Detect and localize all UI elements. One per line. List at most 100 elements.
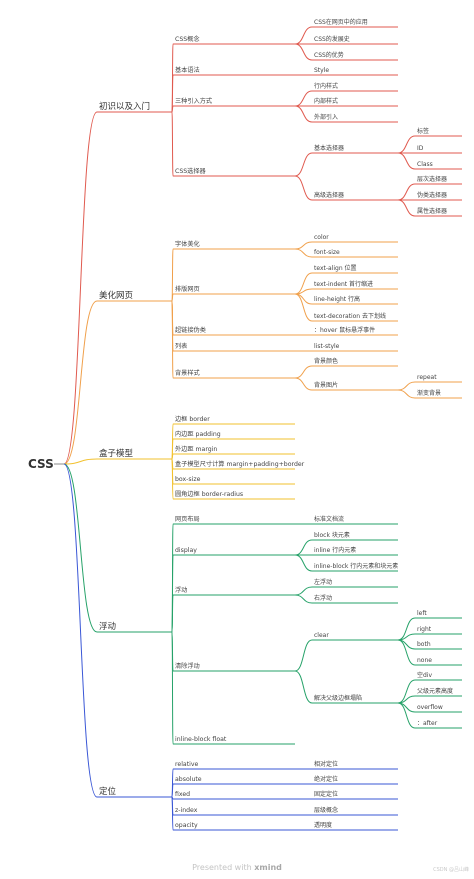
node-branches-3-children-1-children-1[interactable]: inline 行内元素 (314, 546, 356, 554)
node-branches-3-children-1[interactable]: display (175, 547, 197, 554)
node-branches-3-children-3-children-0-children-0[interactable]: left (417, 610, 427, 617)
node-branches-3-children-3-children-0-children-1[interactable]: right (417, 626, 432, 633)
node-branches-1-children-1[interactable]: 排版网页 (175, 285, 200, 293)
node-branches-0-children-3-children-0-children-0[interactable]: 标签 (417, 127, 429, 135)
node-branches-4-children-0-children-0[interactable]: 相对定位 (314, 760, 338, 768)
node-branches-3-children-1-children-2[interactable]: inline-block 行内元素和块元素 (314, 562, 398, 570)
connector-line (397, 199, 416, 217)
node-branches-1-children-2[interactable]: 超链接伪类 (175, 326, 206, 334)
node-branches-1-children-4-children-1-children-0[interactable]: repeat (417, 374, 437, 381)
node-branches-3-children-3-children-1-children-1[interactable]: 父级元素高度 (417, 687, 453, 695)
node-branches-3-children-4[interactable]: inline-block float (175, 736, 227, 743)
node-branches-1-children-0-children-1[interactable]: font-size (314, 249, 340, 256)
node-branches-1-children-2-children-0[interactable]: ：hover 鼠标悬浮事件 (314, 326, 375, 334)
node-branches-0-children-1-children-0[interactable]: Style (314, 67, 329, 74)
node-branches-0-children-0-children-2[interactable]: CSS的优势 (314, 51, 344, 59)
node-branches-2-children-3[interactable]: 盒子模型尺寸计算 margin+padding+border (175, 460, 305, 468)
node-branches-3-children-3-children-1-children-0[interactable]: 空div (417, 671, 432, 679)
node-branches-1-children-0[interactable]: 字体美化 (175, 240, 200, 248)
node-branches-0-children-2-children-2[interactable]: 外部引入 (314, 113, 338, 121)
footer: Presented with xmind (0, 863, 474, 872)
connector-line (171, 796, 174, 831)
node-branches-3-children-2-children-0[interactable]: 左浮动 (314, 578, 332, 586)
node-branches-0-children-0-children-1[interactable]: CSS的发展史 (314, 35, 350, 43)
node-branches-3-children-3-children-0-children-3[interactable]: none (417, 657, 432, 664)
branch-branches-2[interactable]: 盒子模型 (99, 448, 134, 459)
node-branches-3-children-2[interactable]: 浮动 (175, 586, 187, 594)
connector-line (294, 539, 313, 556)
node-branches-3-children-3-children-0[interactable]: clear (314, 632, 329, 639)
node-branches-4-children-3[interactable]: z-index (175, 807, 198, 814)
node-branches-0-children-3-children-0-children-2[interactable]: Class (417, 161, 433, 168)
node-branches-1-children-4-children-1-children-1[interactable]: 渐变背景 (417, 389, 441, 397)
node-branches-0-children-3-children-1[interactable]: 高级选择器 (314, 191, 344, 199)
node-branches-1-children-1-children-0[interactable]: text-align 位置 (314, 264, 357, 272)
node-branches-0-children-3[interactable]: CSS选择器 (175, 167, 207, 175)
node-branches-2-children-2[interactable]: 外边距 margin (175, 445, 217, 453)
connector-line (294, 293, 313, 322)
node-branches-4-children-4[interactable]: opacity (175, 822, 198, 829)
node-branches-4-children-4-children-0[interactable]: 透明度 (314, 821, 332, 829)
node-branches-1-children-1-children-1[interactable]: text-indent 首行缩进 (314, 280, 373, 288)
connector-line (294, 639, 313, 672)
node-branches-2-children-4[interactable]: box-size (175, 476, 201, 483)
node-branches-4-children-2-children-0[interactable]: 固定定位 (314, 790, 338, 798)
node-branches-0-children-0[interactable]: CSS概念 (175, 35, 200, 43)
connector-line (294, 175, 313, 201)
node-branches-4-children-2[interactable]: fixed (175, 791, 190, 798)
node-branches-3-children-0[interactable]: 网页布局 (175, 515, 200, 523)
node-branches-3-children-1-children-0[interactable]: block 块元素 (314, 531, 350, 539)
node-branches-0-children-3-children-1-children-1[interactable]: 伪类选择器 (417, 191, 447, 199)
node-branches-3-children-0-children-0[interactable]: 标准文档流 (314, 515, 344, 523)
connector-line (63, 463, 98, 798)
connector-line (171, 594, 174, 633)
node-branches-3-children-3[interactable]: 清除浮动 (175, 662, 200, 670)
connector-line (397, 183, 416, 201)
connector-line (294, 293, 313, 305)
node-branches-4-children-0[interactable]: relative (175, 761, 199, 768)
node-branches-4-children-1[interactable]: absolute (175, 776, 202, 783)
connector-line (397, 389, 416, 399)
node-branches-1-children-1-children-3[interactable]: text-decoration 去下划线 (314, 312, 386, 320)
node-branches-2-children-1[interactable]: 内边距 padding (175, 430, 221, 438)
connector-line (171, 111, 174, 177)
node-branches-1-children-4-children-0[interactable]: 背景颜色 (314, 357, 338, 365)
node-branches-1-children-3[interactable]: 列表 (175, 342, 187, 350)
node-branches-2-children-5[interactable]: 圆角边框 border-radius (175, 490, 243, 498)
node-branches-1-children-3-children-0[interactable]: list-style (314, 343, 340, 350)
node-branches-1-children-0-children-0[interactable]: color (314, 234, 329, 241)
node-branches-1-children-4-children-1[interactable]: 背景图片 (314, 381, 338, 389)
node-branches-3-children-2-children-1[interactable]: 右浮动 (314, 594, 332, 602)
node-branches-4-children-1-children-0[interactable]: 绝对定位 (314, 775, 338, 783)
footer-brand: xmind (254, 863, 282, 872)
node-branches-3-children-3-children-1-children-2[interactable]: overflow (417, 704, 443, 711)
node-branches-1-children-1-children-2[interactable]: line-height 行高 (314, 295, 360, 303)
branch-branches-4[interactable]: 定位 (99, 786, 117, 797)
node-branches-1-children-4[interactable]: 背景样式 (175, 369, 200, 377)
node-branches-0-children-3-children-1-children-2[interactable]: 属性选择器 (417, 207, 447, 215)
branch-branches-1[interactable]: 美化网页 (99, 290, 133, 301)
node-branches-0-children-3-children-0[interactable]: 基本选择器 (314, 144, 344, 152)
node-branches-3-children-3-children-1-children-3[interactable]: ：after (417, 720, 438, 727)
connector-line (294, 43, 313, 61)
connector-line (171, 631, 174, 745)
node-branches-3-children-3-children-1[interactable]: 解决父级边框塌陷 (314, 694, 362, 702)
root-node-css[interactable]: CSS (28, 457, 54, 471)
connector-line (171, 458, 174, 500)
node-branches-0-children-3-children-0-children-1[interactable]: ID (417, 145, 424, 152)
connector-line (294, 26, 313, 45)
node-branches-0-children-0-children-0[interactable]: CSS在网页中的应用 (314, 18, 368, 26)
node-branches-0-children-2[interactable]: 三种引入方式 (175, 97, 212, 105)
branch-branches-3[interactable]: 浮动 (99, 621, 117, 632)
branch-branches-0[interactable]: 初识以及入门 (99, 101, 150, 112)
connector-line (397, 135, 416, 154)
connector-line (397, 152, 416, 170)
node-branches-4-children-3-children-0[interactable]: 层级概念 (314, 806, 338, 814)
connector-line (63, 463, 98, 633)
node-branches-0-children-1[interactable]: 基本语法 (175, 66, 200, 74)
node-branches-0-children-2-children-1[interactable]: 内部样式 (314, 97, 338, 105)
node-branches-2-children-0[interactable]: 边框 border (175, 415, 210, 423)
node-branches-3-children-3-children-0-children-2[interactable]: both (417, 641, 431, 648)
node-branches-0-children-2-children-0[interactable]: 行内样式 (314, 82, 338, 90)
node-branches-0-children-3-children-1-children-0[interactable]: 层次选择器 (417, 175, 447, 183)
